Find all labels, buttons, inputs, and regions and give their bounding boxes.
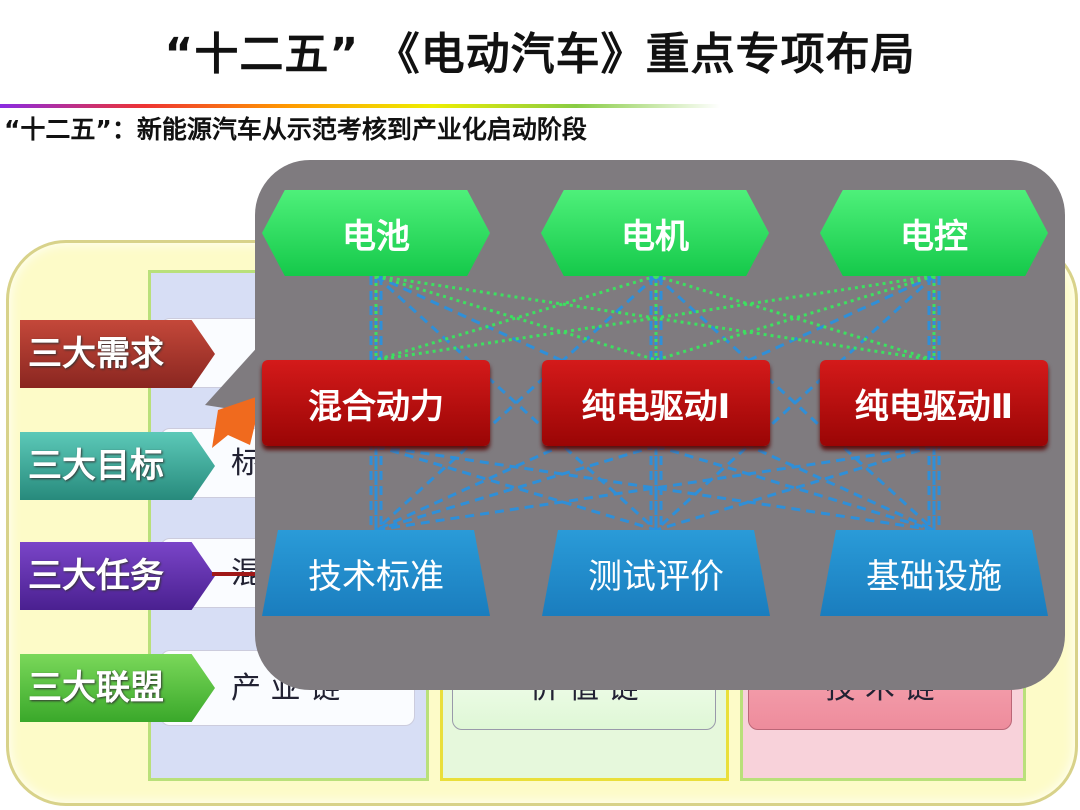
component-controller: 电控 <box>820 190 1048 276</box>
drivetrain-platform-link <box>655 444 935 532</box>
drivetrain-platform-link <box>375 444 657 532</box>
platform-tech-standards: 技术标准 <box>262 530 490 616</box>
drivetrain-pure-electric-1: 纯电驱动Ⅰ <box>542 360 770 446</box>
platform-infrastructure: 基础设施 <box>820 530 1048 616</box>
component-battery: 电池 <box>262 190 490 276</box>
drivetrain-hybrid: 混合动力 <box>262 360 490 446</box>
slide-subtitle: “十二五”：新能源汽车从示范考核到产业化启动阶段 <box>4 115 587 144</box>
label-goals: 三大目标 <box>20 432 215 500</box>
platform-test-evaluation: 测试评价 <box>542 530 770 616</box>
drivetrain-platform-link <box>655 444 935 532</box>
component-platform-link <box>374 274 658 532</box>
label-tasks: 三大任务 <box>20 542 215 610</box>
label-alliances: 三大联盟 <box>20 654 215 722</box>
drivetrain-platform-link <box>375 444 935 532</box>
label-needs: 三大需求 <box>20 320 215 388</box>
component-platform-link <box>374 274 658 532</box>
drivetrain-pure-electric-2: 纯电驱动Ⅱ <box>820 360 1048 446</box>
drivetrain-platform-link <box>375 444 935 532</box>
orange-arrow-icon <box>212 395 262 448</box>
component-drivetrain-link <box>375 274 935 362</box>
task-connector <box>212 572 262 576</box>
slide-title: “十二五” 《电动汽车》重点专项布局 <box>164 29 916 80</box>
component-motor: 电机 <box>541 190 769 276</box>
title-divider <box>0 104 720 108</box>
component-platform-link <box>654 274 936 532</box>
drivetrain-platform-link <box>375 444 657 532</box>
